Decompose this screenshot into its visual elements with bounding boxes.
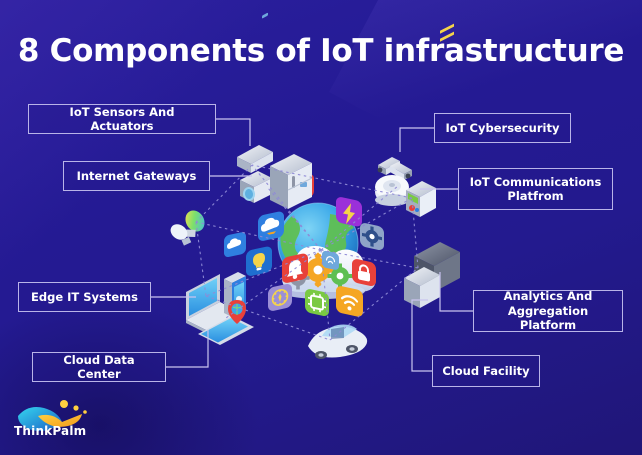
smoke-detector [375, 175, 409, 206]
label-cloud-data-center[interactable]: Cloud Data Center [32, 352, 166, 382]
smart-refrigerator [270, 154, 313, 209]
label-cloud-facility[interactable]: Cloud Facility [432, 355, 540, 387]
smart-light-bulb [185, 210, 205, 238]
settings-gear-icon [360, 223, 384, 250]
label-iot-cybersecurity[interactable]: IoT Cybersecurity [434, 113, 571, 143]
wifi-icon [336, 286, 363, 317]
lightning-bolt-icon [336, 197, 362, 227]
label-internet-gateways[interactable]: Internet Gateways [63, 161, 210, 191]
page-title: 8 Components of IoT infrastructure [17, 33, 625, 69]
brand-name: ThinkPalm [14, 424, 87, 438]
label-analytics-and-aggregation-platform[interactable]: Analytics And Aggregation Platform [473, 289, 623, 332]
label-iot-communications-platform[interactable]: IoT Communications Platfrom [458, 168, 613, 210]
label-edge-it-systems[interactable]: Edge IT Systems [18, 282, 151, 312]
server-rack [404, 267, 440, 308]
label-iot-sensors-and-actuators[interactable]: IoT Sensors And Actuators [28, 104, 216, 134]
smart-light-bulb [170, 224, 192, 246]
fingerprint-icon [322, 250, 339, 270]
compliance-badge-icon [268, 284, 292, 311]
cloud-sync-icon [258, 211, 284, 241]
padlock-icon [352, 259, 376, 286]
lightbulb-icon [246, 246, 272, 276]
tablet [198, 316, 254, 345]
cloud-upload-icon [224, 232, 246, 258]
thinkpalm-logo [18, 400, 87, 431]
location-pin-globe [228, 300, 246, 324]
connected-car [308, 324, 368, 359]
security-camera [390, 162, 412, 180]
microchip-icon [305, 289, 329, 316]
